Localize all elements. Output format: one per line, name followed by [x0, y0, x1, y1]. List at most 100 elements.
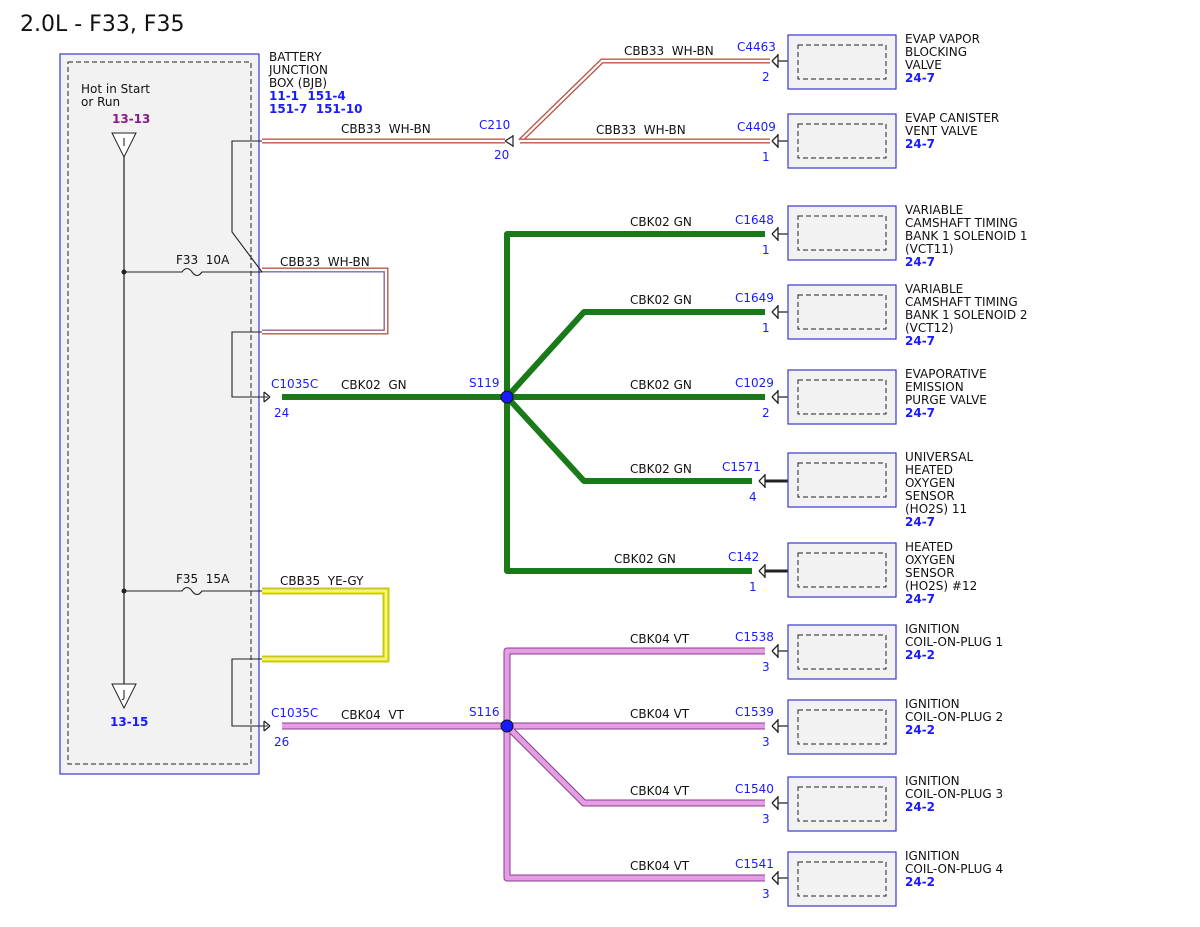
connector-label-c1029[interactable]: C1029	[735, 376, 774, 390]
cbb35-internal-loop	[262, 587, 390, 663]
battery-junction-box	[59, 53, 260, 775]
wire-label-c1029: CBK02 GN	[630, 378, 692, 392]
connector-label-c1649[interactable]: C1649	[735, 291, 774, 305]
wire-label-c1571: CBK02 GN	[630, 462, 692, 476]
c210-connector-label[interactable]: C210	[479, 118, 510, 132]
component-box-c1539[interactable]	[787, 699, 897, 755]
component-box-c1538[interactable]	[787, 624, 897, 680]
c1035c-24-label[interactable]: C1035C	[271, 377, 318, 391]
component-ref-c1540[interactable]: 24-2	[905, 800, 935, 814]
component-box-c1541[interactable]	[787, 851, 897, 907]
connector-pin-c1648: 1	[762, 243, 770, 257]
component-name-c142-line-4: (HO2S) #12	[905, 579, 977, 593]
cbb33-internal-loop	[262, 267, 389, 335]
c1035c-26-pin: 26	[274, 735, 289, 749]
c4463-wire-label: CBB33 WH-BN	[624, 44, 714, 58]
fuse-f35-line	[124, 586, 262, 596]
wire-label-c1539: CBK04 VT	[630, 707, 690, 721]
connector-label-c1540[interactable]: C1540	[735, 782, 774, 796]
bjb-refs-line-1[interactable]: 11-1 151-4	[269, 89, 346, 103]
component-ref-c142[interactable]: 24-7	[905, 592, 935, 606]
connector-pin-c1540: 3	[762, 812, 770, 826]
component-name-c1649-line-3: BANK 1 SOLENOID 2	[905, 308, 1028, 322]
connector-pin-c1029: 2	[762, 406, 770, 420]
connector-label-c1539[interactable]: C1539	[735, 705, 774, 719]
component-box-c1540[interactable]	[787, 776, 897, 832]
c1035c-24-symbol	[263, 391, 271, 403]
bottom-reference-link[interactable]: 13-15	[110, 715, 148, 729]
connector-pin-c1649: 1	[762, 321, 770, 335]
wire-label-c1649: CBK02 GN	[630, 293, 692, 307]
connector-label-c1541[interactable]: C1541	[735, 857, 774, 871]
connector-label-c1538[interactable]: C1538	[735, 630, 774, 644]
component-inner-box-c1539	[797, 709, 887, 745]
component-ref-c1648[interactable]: 24-7	[905, 255, 935, 269]
wire-label-c1648: CBK02 GN	[630, 215, 692, 229]
component-name-c1540-line-1: IGNITION	[905, 774, 960, 788]
connector-pin-c142: 1	[749, 580, 757, 594]
component-box-c1571[interactable]	[787, 452, 897, 508]
connector-symbol-c1571	[758, 474, 766, 488]
cbb35-internal-label: CBB35 YE-GY	[280, 574, 364, 588]
component-name-c1571-line-4: SENSOR	[905, 489, 955, 503]
component-name-c1539-line-2: COIL-ON-PLUG 2	[905, 710, 1003, 724]
cbb33-wire-label: CBB33 WH-BN	[341, 122, 431, 136]
bjb-outer-box	[59, 53, 260, 775]
component-box-c4463[interactable]	[787, 34, 897, 90]
s119-splice-label: S119	[469, 376, 500, 390]
cbb33-internal-label: CBB33 WH-BN	[280, 255, 370, 269]
component-name-c4463-line-3: VALVE	[905, 58, 942, 72]
component-ref-c1539[interactable]: 24-2	[905, 723, 935, 737]
c1035c-26-label[interactable]: C1035C	[271, 706, 318, 720]
component-ref-c1649[interactable]: 24-7	[905, 334, 935, 348]
component-inner-box-c142	[797, 552, 887, 588]
top-reference-link[interactable]: 13-13	[112, 112, 150, 126]
component-box-c1029[interactable]	[787, 369, 897, 425]
connector-symbol-c142	[758, 564, 766, 578]
bjb-refs-line-2[interactable]: 151-7 151-10	[269, 102, 362, 116]
component-ref-c1029[interactable]: 24-7	[905, 406, 935, 420]
top-connector-triangle	[111, 132, 137, 159]
connector-symbol-c1538	[771, 644, 779, 658]
component-inner-box-c1029	[797, 379, 887, 415]
connector-label-c1571[interactable]: C1571	[722, 460, 761, 474]
component-name-c1649-line-4: (VCT12)	[905, 321, 954, 335]
component-ref-c4409[interactable]: 24-7	[905, 137, 935, 151]
connector-pin-c1541: 3	[762, 887, 770, 901]
component-box-c1649[interactable]	[787, 284, 897, 340]
component-inner-box-c1541	[797, 861, 887, 897]
c210-connector-symbol	[504, 135, 514, 147]
connector-label-c1648[interactable]: C1648	[735, 213, 774, 227]
connector-label-c4463[interactable]: C4463	[737, 40, 776, 54]
wire-label-c142: CBK02 GN	[614, 552, 676, 566]
component-inner-box-c1571	[797, 462, 887, 498]
connector-symbol-c1539	[771, 719, 779, 733]
connector-pin-c1538: 3	[762, 660, 770, 674]
bjb-internal-route-s119	[231, 331, 268, 398]
green-wire-network	[282, 231, 765, 574]
component-box-c4409[interactable]	[787, 113, 897, 169]
component-name-c1571-line-2: HEATED	[905, 463, 953, 477]
component-name-c1541-line-2: COIL-ON-PLUG 4	[905, 862, 1003, 876]
component-ref-c1541[interactable]: 24-2	[905, 875, 935, 889]
connector-label-c142[interactable]: C142	[728, 550, 759, 564]
component-name-c1540-line-2: COIL-ON-PLUG 3	[905, 787, 1003, 801]
component-box-c1648[interactable]	[787, 205, 897, 261]
component-name-c1539-line-1: IGNITION	[905, 697, 960, 711]
component-ref-c1571[interactable]: 24-7	[905, 515, 935, 529]
component-name-c1648-line-3: BANK 1 SOLENOID 1	[905, 229, 1028, 243]
green-branch-c1649	[504, 309, 765, 400]
component-name-c1029-line-3: PURGE VALVE	[905, 393, 987, 407]
component-ref-c4463[interactable]: 24-7	[905, 71, 935, 85]
s116-splice-dot	[500, 719, 514, 733]
component-name-c1571-line-1: UNIVERSAL	[905, 450, 973, 464]
connector-label-c4409[interactable]: C4409	[737, 120, 776, 134]
bjb-inner-box	[67, 61, 252, 765]
component-ref-c1538[interactable]: 24-2	[905, 648, 935, 662]
connector-symbol-c4463	[771, 54, 779, 68]
component-box-c142[interactable]	[787, 542, 897, 598]
